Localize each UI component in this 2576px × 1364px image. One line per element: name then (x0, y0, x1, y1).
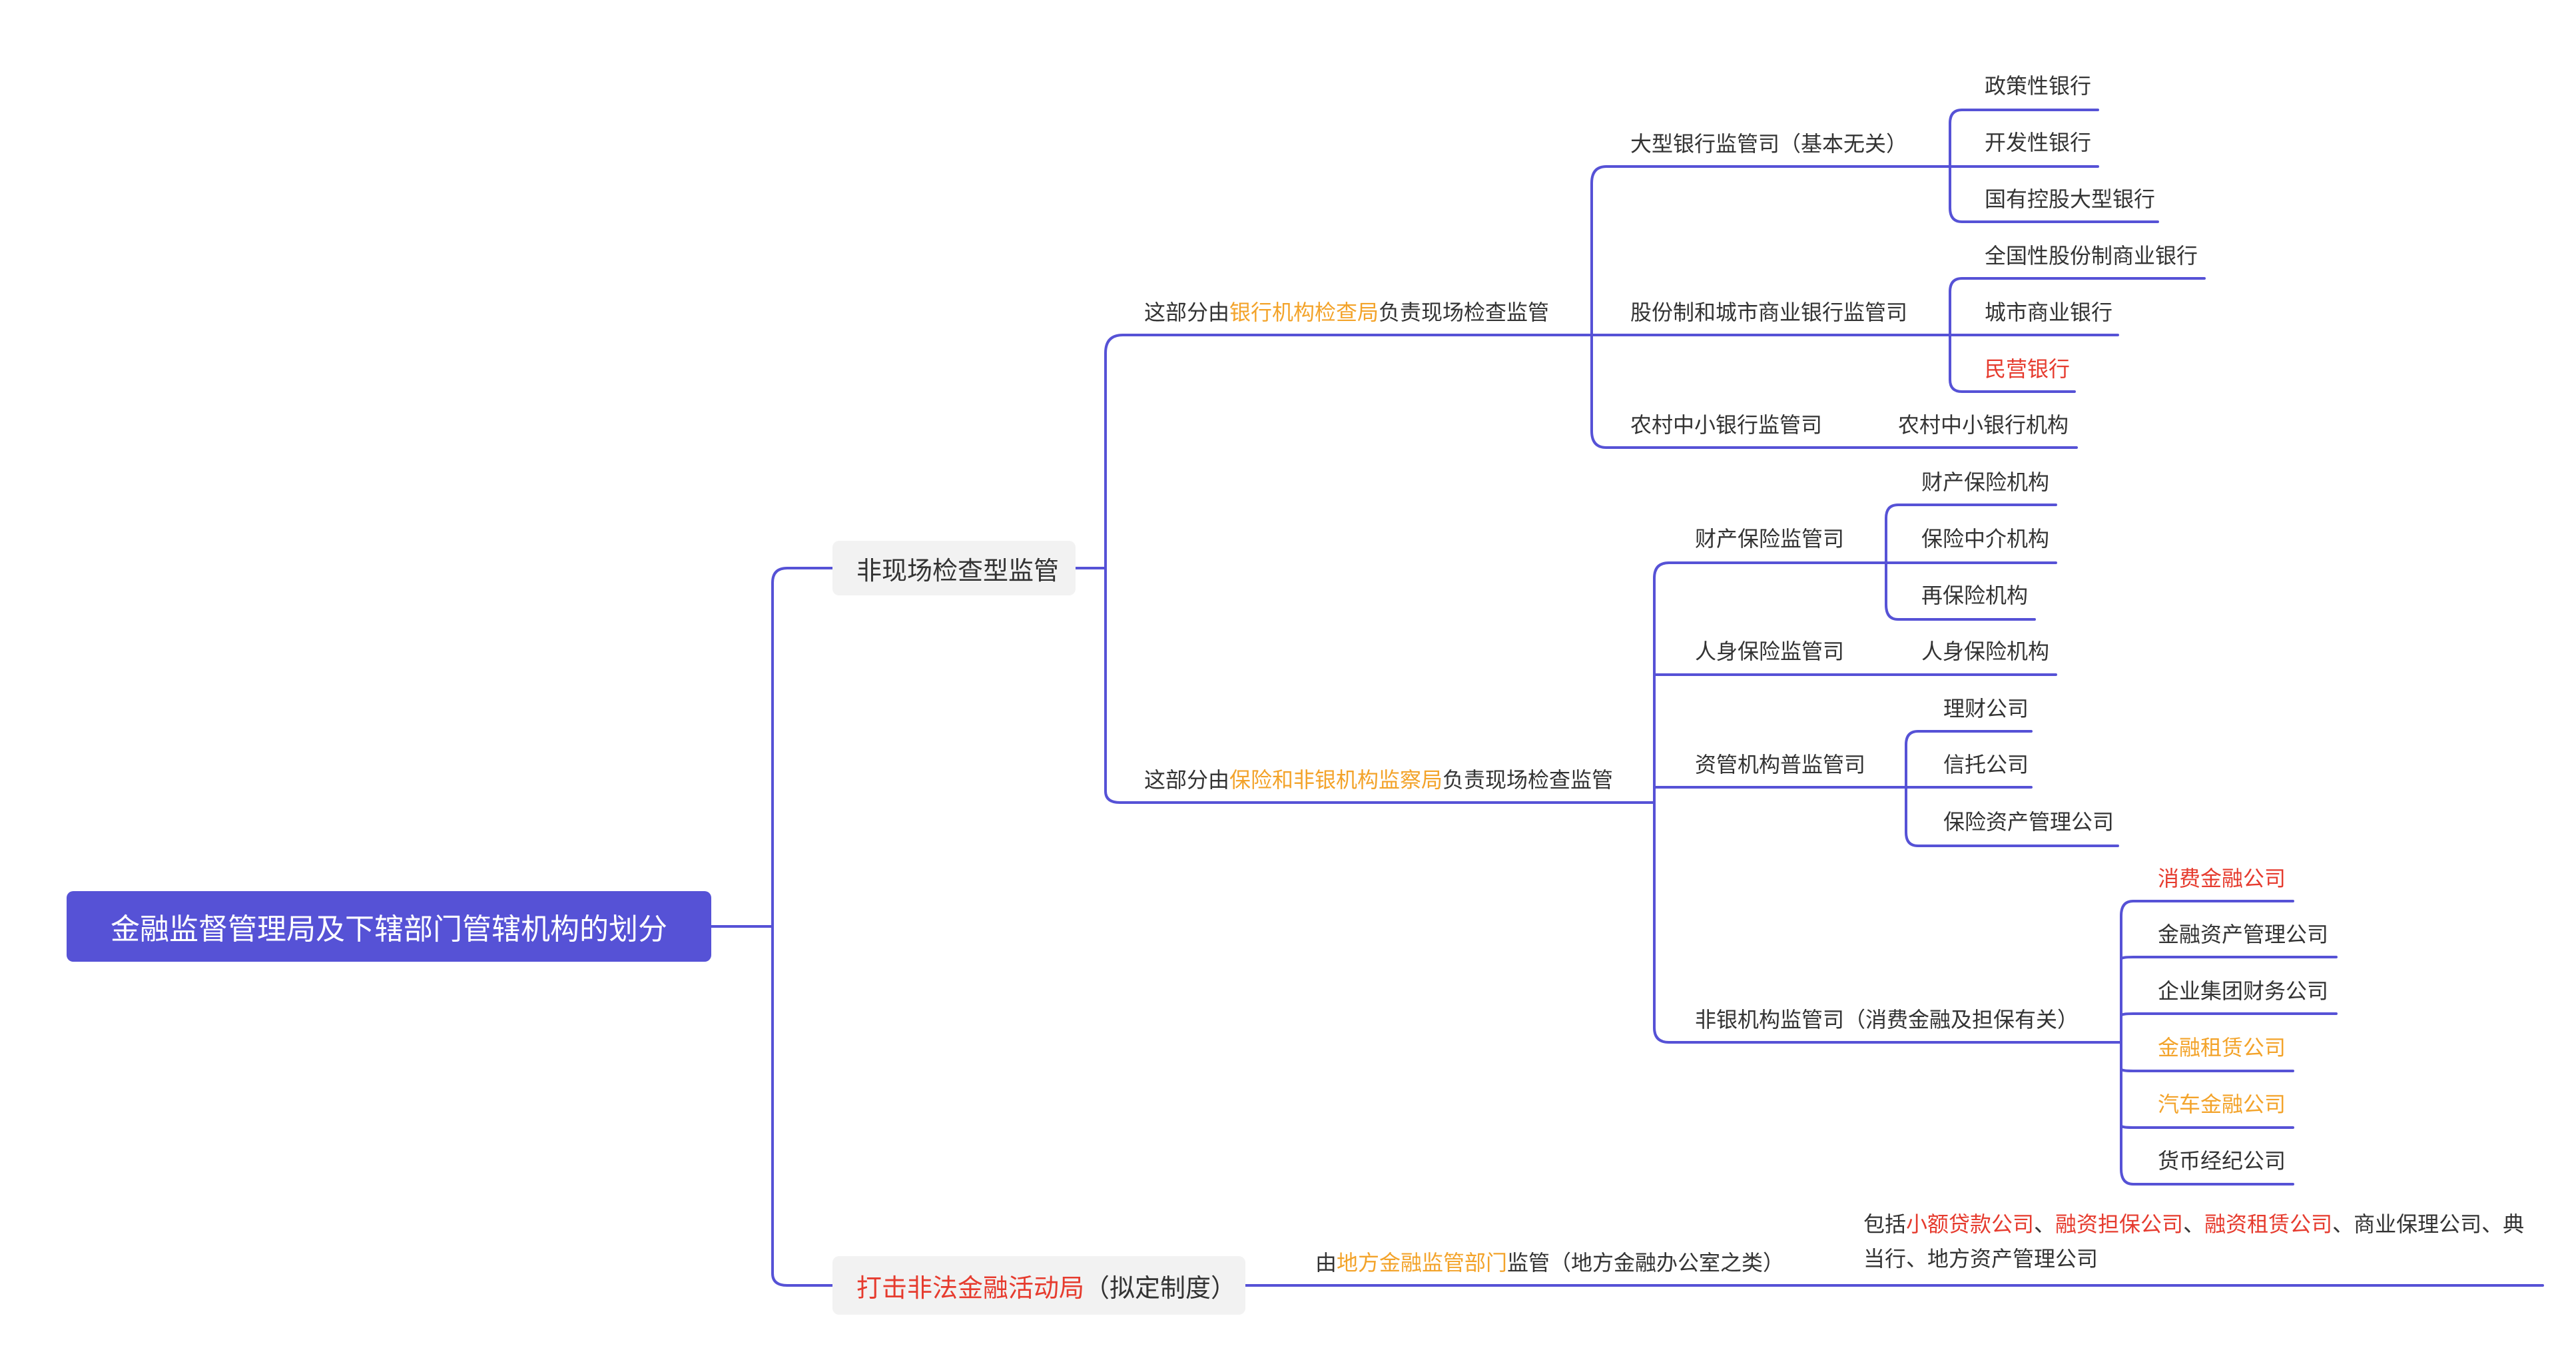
insurance-part-label[interactable]: 这部分由保险和非银机构监察局负责现场检查监管 (1144, 767, 1614, 793)
leaf-reinsurer[interactable]: 再保险机构 (1921, 583, 2029, 608)
leaf-city-commercial-bank[interactable]: 城市商业银行 (1985, 300, 2113, 325)
bank-part-label[interactable]: 这部分由银行机构检查局负责现场检查监管 (1144, 300, 1550, 325)
leaf-group-finance-co[interactable]: 企业集团财务公司 (2158, 978, 2329, 1004)
node-offsite-supervision[interactable]: 非现场检查型监管 (832, 541, 1076, 595)
node-illegal-finance-bureau[interactable]: 打击非法金融活动局（拟定制度） (832, 1256, 1245, 1315)
local-regulator-label[interactable]: 由地方金融监管部门监管（地方金融办公室之类） (1315, 1250, 1785, 1275)
local-institutions-leaf[interactable]: 包括小额贷款公司、融资担保公司、融资租赁公司、商业保理公司、典当行、地方资产管理… (1863, 1211, 2525, 1271)
leaf-financial-asset-mgmt-co[interactable]: 金融资产管理公司 (2158, 922, 2329, 947)
offsite-supervision-label: 非现场检查型监管 (856, 555, 1060, 585)
leaf-policy-bank[interactable]: 政策性银行 (1985, 73, 2092, 99)
illegal-finance-label: 打击非法金融活动局（拟定制度） (856, 1273, 1237, 1303)
dept-joint-stock-banks[interactable]: 股份制和城市商业银行监管司 (1630, 300, 1908, 325)
dept-non-bank[interactable]: 非银机构监管司（消费金融及担保有关） (1695, 1007, 2079, 1032)
dept-rural-banks[interactable]: 农村中小银行监管司 (1630, 412, 1823, 438)
leaf-state-owned-bank[interactable]: 国有控股大型银行 (1985, 186, 2156, 212)
leaf-financial-leasing-co[interactable]: 金融租赁公司 (2158, 1035, 2286, 1060)
leaf-insurance-intermediary[interactable]: 保险中介机构 (1921, 526, 2050, 551)
leaf-private-bank[interactable]: 民营银行 (1985, 356, 2071, 382)
root-label: 金融监督管理局及下辖部门管辖机构的划分 (111, 912, 667, 946)
dept-life-insurance[interactable]: 人身保险监管司 (1695, 639, 1845, 664)
root-node[interactable]: 金融监督管理局及下辖部门管辖机构的划分 (67, 891, 711, 962)
leaf-wealth-management-co[interactable]: 理财公司 (1943, 696, 2029, 721)
dept-asset-management[interactable]: 资管机构普监管司 (1695, 752, 1866, 777)
leaf-money-broker-co[interactable]: 货币经纪公司 (2158, 1148, 2286, 1174)
leaf-life-insurer[interactable]: 人身保险机构 (1921, 639, 2050, 664)
leaf-trust-co[interactable]: 信托公司 (1943, 752, 2029, 777)
dept-large-banks[interactable]: 大型银行监管司（基本无关） (1630, 131, 1908, 157)
leaf-property-insurer[interactable]: 财产保险机构 (1921, 470, 2050, 495)
leaf-rural-small-bank[interactable]: 农村中小银行机构 (1898, 412, 2069, 438)
leaf-development-bank[interactable]: 开发性银行 (1985, 130, 2092, 155)
leaf-national-joint-stock-bank[interactable]: 全国性股份制商业银行 (1985, 243, 2198, 268)
leaf-insurance-asset-mgmt-co[interactable]: 保险资产管理公司 (1943, 809, 2114, 835)
leaf-auto-finance-co[interactable]: 汽车金融公司 (2158, 1092, 2286, 1117)
leaf-consumer-finance-co[interactable]: 消费金融公司 (2158, 866, 2286, 891)
dept-property-insurance[interactable]: 财产保险监管司 (1695, 526, 1845, 551)
